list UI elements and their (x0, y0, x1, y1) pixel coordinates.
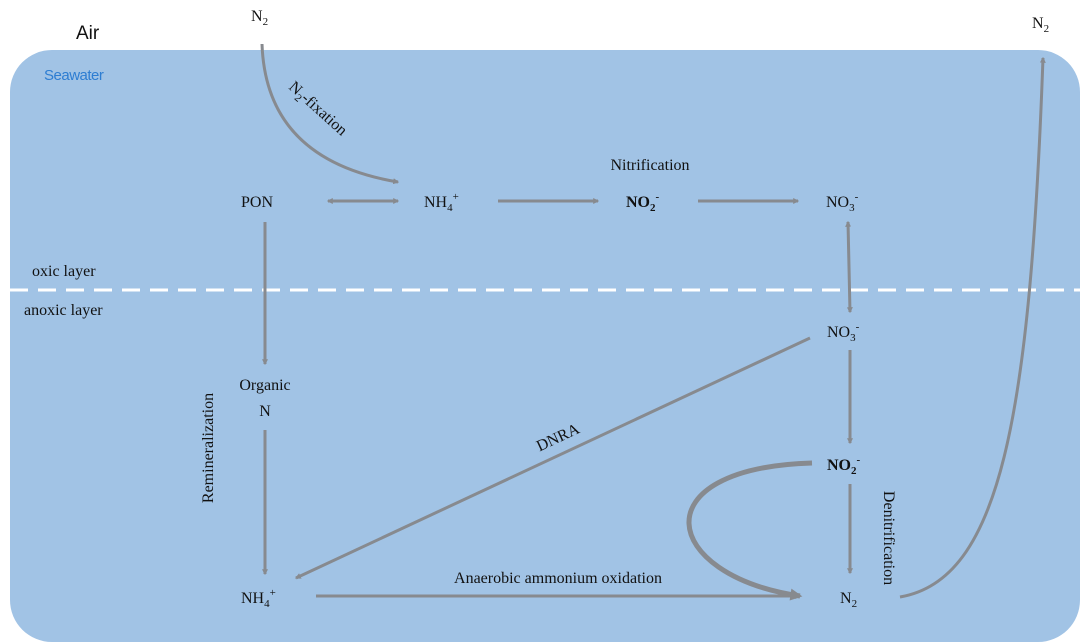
n2-fixation-arrow (260, 43, 400, 185)
seawater-region (10, 50, 1080, 642)
node-organic-n-line2: N (259, 403, 271, 420)
node-no3-top: NO3- (826, 191, 859, 214)
node-n2-right: N2 (1032, 15, 1049, 35)
node-organic-n-line1: Organic (239, 377, 290, 394)
node-no3-bottom: NO3- (827, 321, 860, 344)
node-n2-air: N2 (251, 8, 268, 28)
node-no2-top: NO2- (626, 191, 660, 214)
anammox-loop-arrow (686, 460, 813, 601)
dnra-arrow (294, 336, 811, 580)
anoxic-layer-label: anoxic layer (24, 302, 103, 319)
air-label: Air (76, 23, 100, 44)
node-no2-bottom: NO2- (827, 454, 861, 477)
label-denitrification: Denitrification (880, 491, 897, 585)
node-nh4-top: NH4+ (424, 191, 459, 214)
label-nitrification: Nitrification (610, 157, 689, 174)
denitrification-n2-arrow (899, 56, 1046, 599)
seawater-label: Seawater (44, 67, 104, 84)
label-anammox: Anaerobic ammonium oxidation (454, 570, 662, 587)
oxic-layer-label: oxic layer (32, 263, 96, 280)
node-pon: PON (241, 194, 273, 211)
node-nh4-bottom: NH4+ (241, 587, 276, 610)
label-remineralization: Remineralization (200, 393, 217, 503)
node-n2-bottom: N2 (840, 590, 857, 610)
no3-exchange-arrow (845, 220, 853, 314)
